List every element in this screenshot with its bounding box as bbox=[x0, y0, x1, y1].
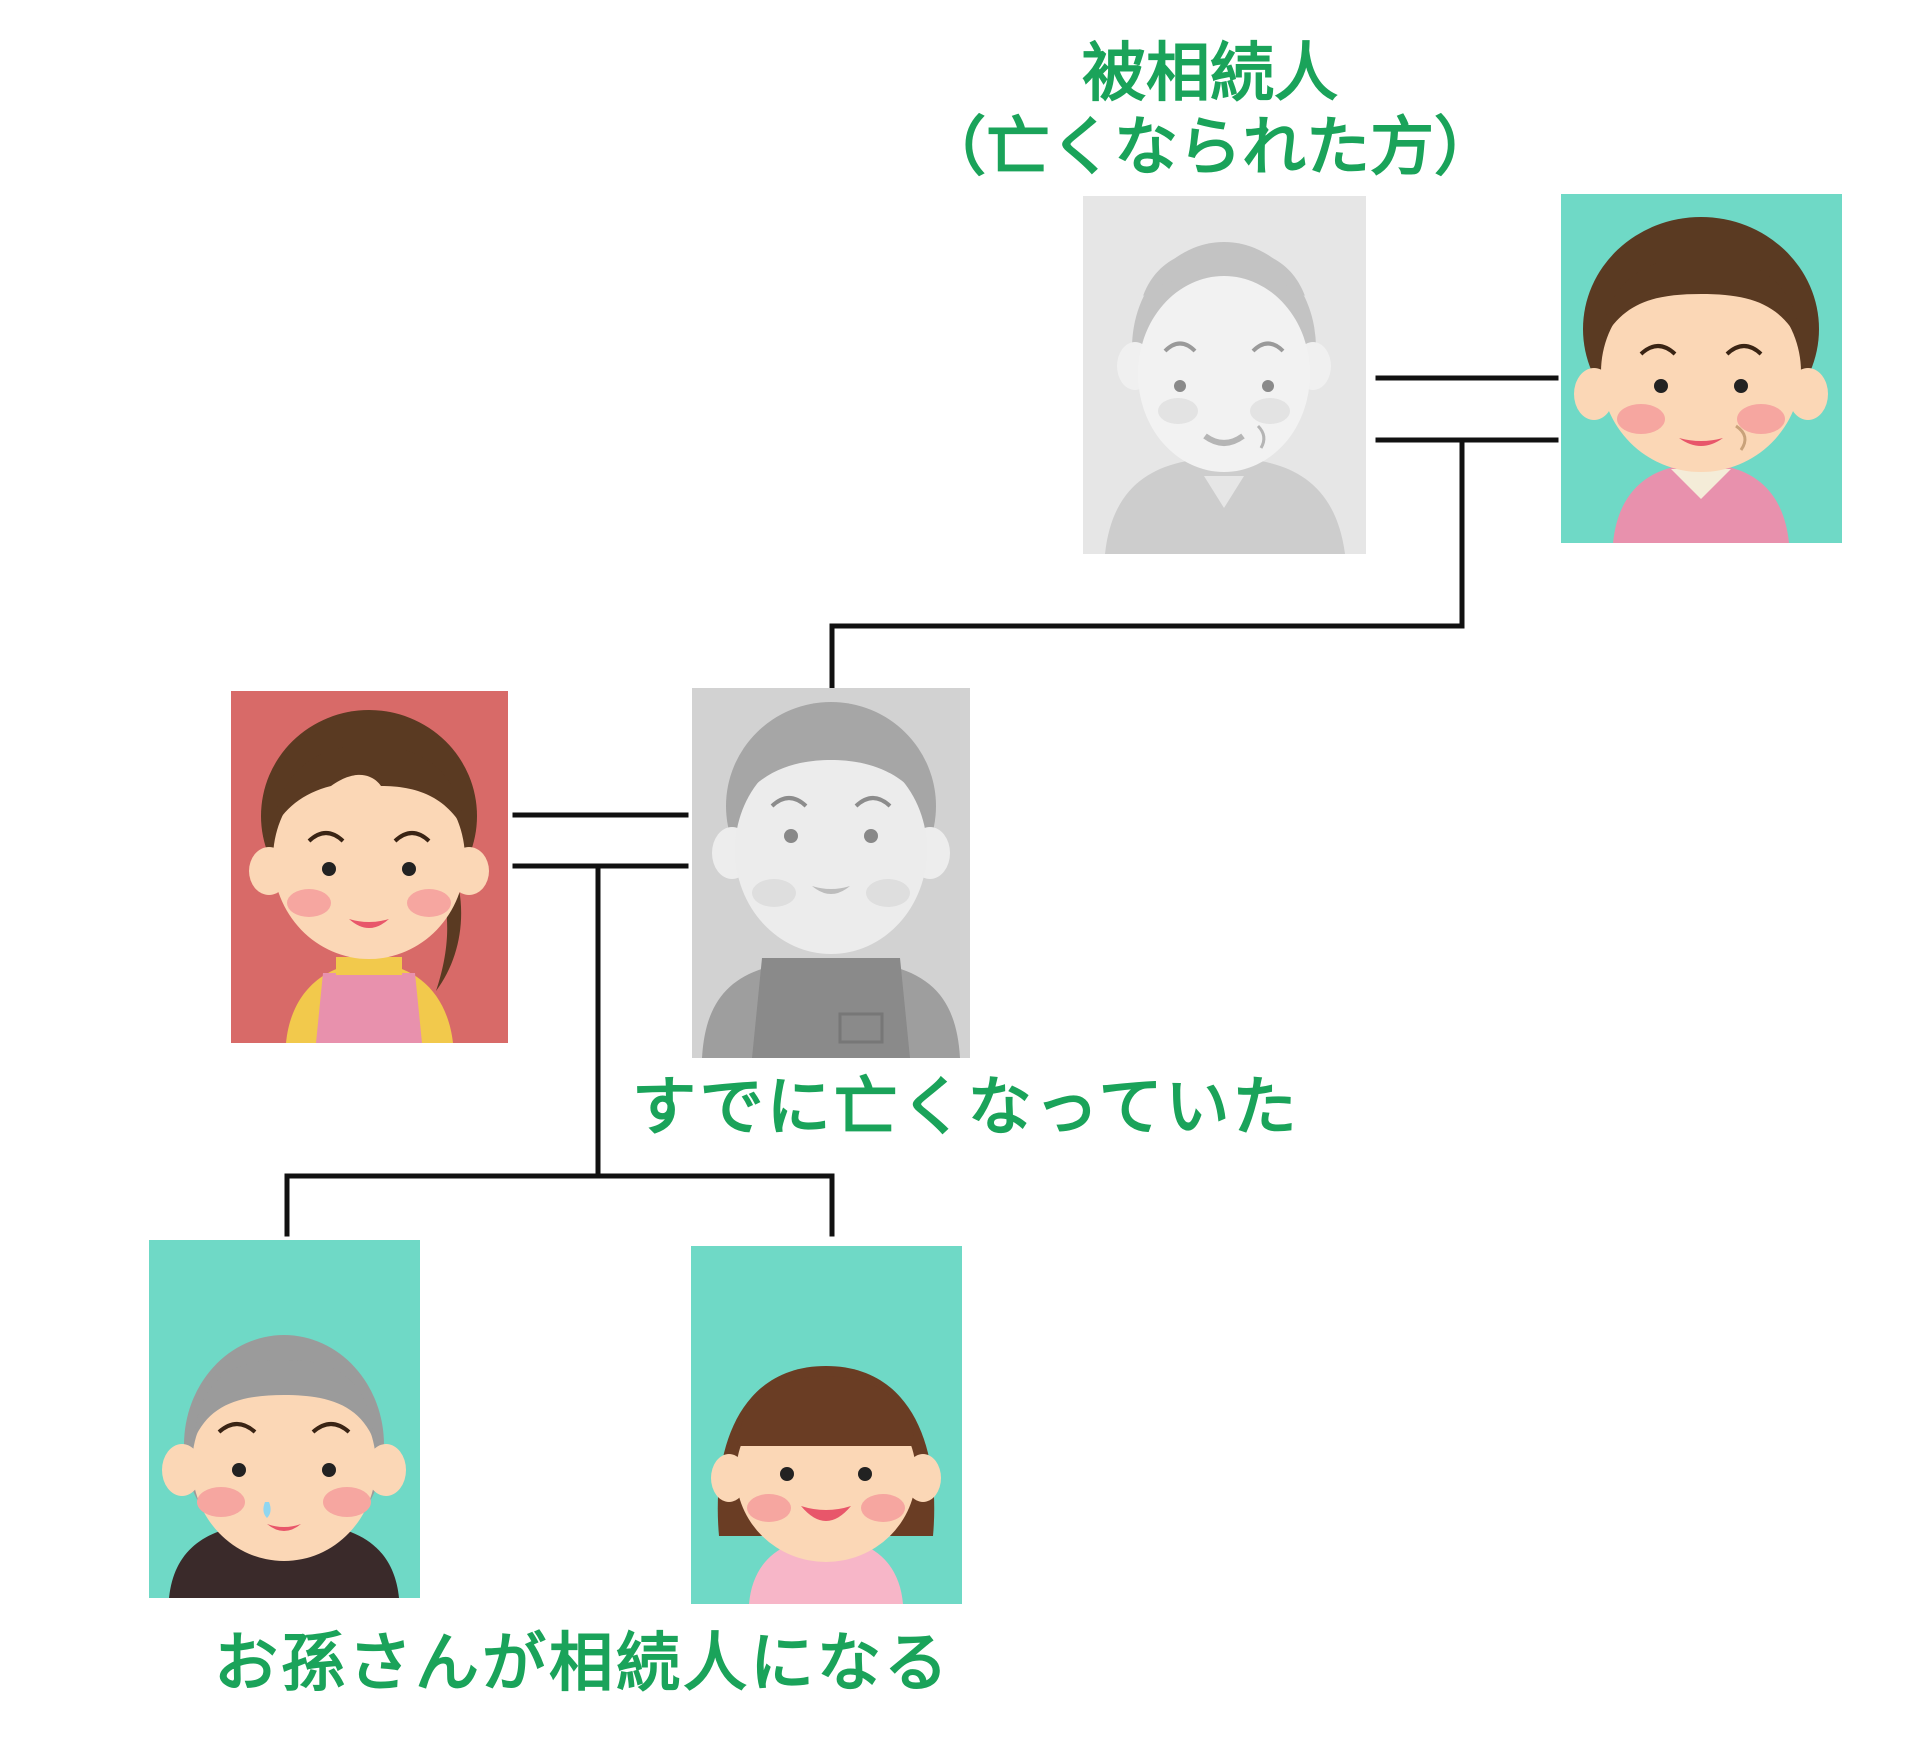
deceased-label-line2: （亡くなられた方） bbox=[922, 110, 1498, 185]
deceased-label: 被相続人 （亡くなられた方） bbox=[920, 37, 1500, 185]
deceased-grandfather-card bbox=[1083, 196, 1366, 554]
elderly-woman-avatar-icon bbox=[1574, 217, 1828, 543]
sibling-bar bbox=[284, 1173, 835, 1237]
predeceased-child-label: すでに亡くなっていた bbox=[632, 1071, 1300, 1145]
boy-avatar-icon bbox=[162, 1335, 406, 1598]
grandson-card bbox=[149, 1240, 420, 1598]
elderly-man-avatar-icon bbox=[1105, 242, 1345, 554]
predeceased-son-card bbox=[692, 688, 970, 1058]
grandmother-card bbox=[1561, 194, 1842, 543]
grandchildren-heir-label: お孫さんが相続人になる bbox=[214, 1627, 951, 1701]
woman-apron-avatar-icon bbox=[249, 710, 489, 1043]
granddaughter-card bbox=[691, 1246, 962, 1604]
connector-lines bbox=[284, 375, 1559, 1237]
deceased-label-line1: 被相続人 bbox=[1082, 37, 1338, 111]
daughter-in-law-card bbox=[231, 691, 508, 1043]
man-overalls-avatar-icon bbox=[702, 702, 960, 1058]
descent-line-to-son bbox=[829, 437, 1465, 691]
girl-avatar-icon bbox=[711, 1366, 941, 1604]
